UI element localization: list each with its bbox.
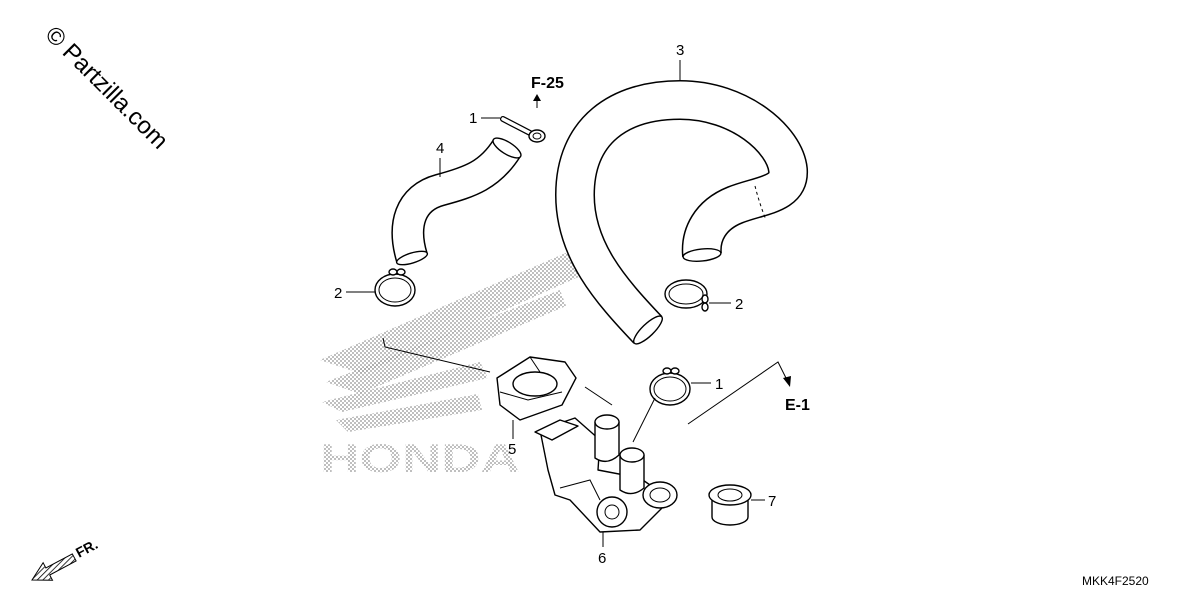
callout-hose-3: 3 — [676, 42, 684, 80]
hose-4 — [391, 137, 522, 266]
logo-wing-feather — [320, 238, 612, 374]
callout-number: 1 — [715, 376, 723, 393]
clamp-1-lower — [649, 367, 691, 406]
reference-f25: F-25 — [531, 75, 564, 108]
hose-3 — [554, 79, 808, 345]
callout-plug-7: 7 — [751, 493, 776, 510]
arrow-down-icon — [783, 376, 791, 387]
callout-number: 4 — [436, 140, 444, 157]
callout-number: 3 — [676, 42, 684, 59]
callout-number: 5 — [508, 441, 516, 458]
clamp-2-left — [374, 268, 416, 307]
connector-lines — [382, 337, 791, 443]
callout-hose-4: 4 — [436, 140, 444, 177]
callout-number: 6 — [598, 550, 606, 567]
callout-valve-6: 6 — [598, 532, 606, 567]
reference-label-upper: F-25 — [531, 75, 564, 92]
callout-clip-1-top: 1 — [469, 110, 500, 127]
arrow-down-left-icon — [31, 553, 77, 581]
logo-wing-feather — [326, 290, 566, 394]
figure-code: MKK4F2520 — [1082, 574, 1149, 588]
callout-number: 1 — [469, 110, 477, 127]
callout-clamp-2-right: 2 — [709, 296, 743, 313]
valve-6 — [534, 414, 678, 533]
honda-logo: HONDA — [320, 238, 612, 481]
clamp-2-right — [664, 279, 709, 312]
holder-5 — [496, 356, 577, 421]
logo-wing-feather — [336, 394, 482, 432]
callout-clamp-2-left: 2 — [334, 285, 375, 302]
callout-holder-5: 5 — [508, 420, 516, 458]
callout-number: 2 — [735, 296, 743, 313]
arrow-up-icon — [533, 94, 541, 101]
callout-number: 2 — [334, 285, 342, 302]
clip-1-top — [500, 116, 546, 143]
plug-7 — [708, 484, 752, 526]
logo-wing-feather — [322, 362, 488, 412]
reference-label-right: E-1 — [785, 397, 810, 414]
callout-clamp-1-lower: 1 — [691, 376, 723, 393]
honda-logo-text: HONDA — [320, 437, 520, 481]
callout-number: 7 — [768, 493, 776, 510]
